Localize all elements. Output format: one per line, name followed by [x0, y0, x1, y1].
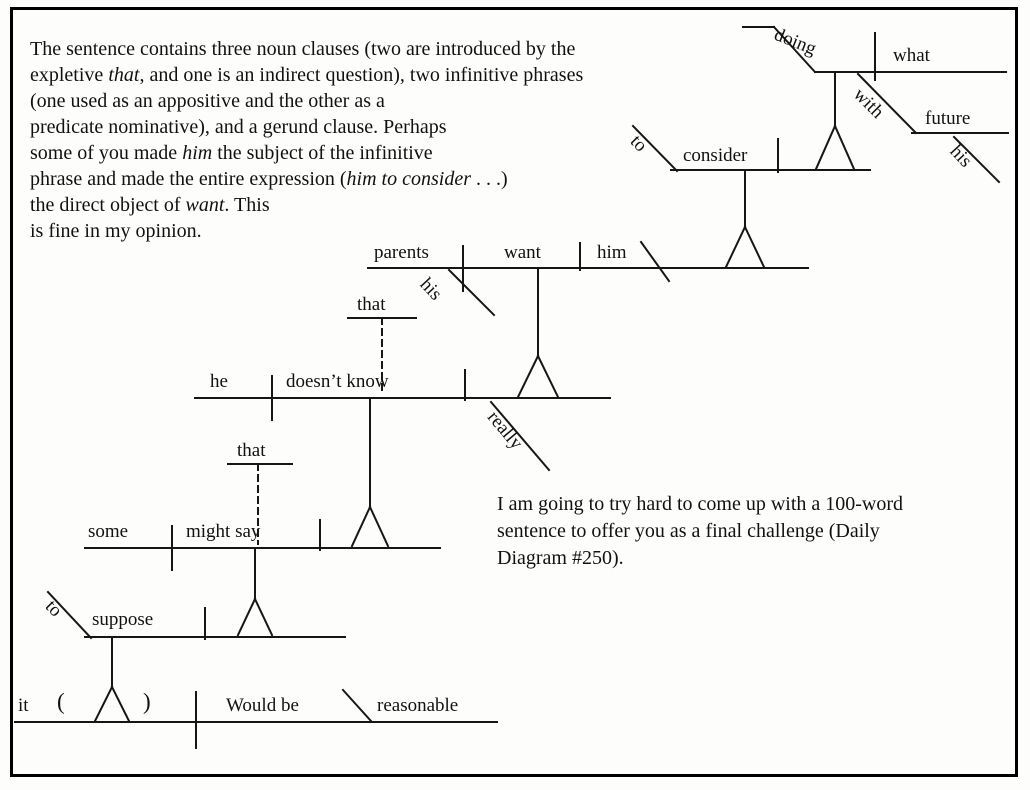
- future-object-label: future: [925, 108, 971, 129]
- would-be-verb-label: Would be: [226, 695, 299, 716]
- pedestal-might-say-to-suppose: [236, 547, 274, 637]
- he-subject-label: he: [210, 371, 228, 392]
- with-prep-diagonal: [856, 72, 918, 135]
- consider-verb-label: consider: [683, 145, 748, 166]
- parents-subject-label: parents: [374, 242, 429, 263]
- to-suppose-diagonal: [46, 590, 93, 640]
- challenge-note: I am going to try hard to come up with a…: [497, 491, 903, 572]
- text-line: is fine in my opinion.: [30, 220, 202, 242]
- gerund-doing-step-line: [742, 25, 1007, 74]
- text-line: predicate nominative), and a gerund clau…: [30, 116, 447, 138]
- text-line: phrase and made the entire expression (h…: [30, 168, 508, 190]
- pedestal-doesnt-know-to-might-say: [350, 397, 390, 548]
- commentary-paragraph: The sentence contains three noun clauses…: [30, 36, 583, 244]
- pedestal-doing-to-consider: [814, 71, 856, 171]
- his-future-diagonal: [952, 135, 1001, 184]
- appositive-close-paren: ): [143, 689, 151, 714]
- pedestal-consider-to-main: [724, 169, 766, 269]
- text-line: sentence to offer you as a final challen…: [497, 520, 880, 542]
- that-upper-expletive-label: that: [357, 294, 386, 315]
- him-complement-slant: [639, 240, 671, 283]
- pedestal-suppose-to-it: [93, 636, 131, 723]
- him-object-label: him: [597, 242, 627, 263]
- predicate-adjective-slant: [341, 688, 373, 723]
- might-say-verb-label: might say: [186, 521, 261, 542]
- that-lower-expletive-label: that: [237, 440, 266, 461]
- to-consider-diagonal: [631, 124, 679, 173]
- text-line: I am going to try hard to come up with a…: [497, 493, 904, 515]
- some-subject-label: some: [88, 521, 129, 542]
- suppose-verb-label: suppose: [92, 609, 154, 630]
- text-line: expletive that, and one is an indirect q…: [30, 64, 584, 86]
- text-line: (one used as an appositive and the other…: [30, 90, 385, 112]
- really-adverb-diagonal: [489, 400, 551, 472]
- what-object-label: what: [893, 45, 930, 66]
- pedestal-main-to-doesnt-know: [516, 267, 560, 399]
- reasonable-predicate-label: reasonable: [377, 695, 459, 716]
- text-line: some of you made him the subject of the …: [30, 142, 433, 164]
- doesnt-know-verb-label: doesn’t know: [286, 371, 389, 392]
- want-verb-label: want: [504, 242, 541, 263]
- page-border: [10, 7, 1018, 777]
- text-line: Diagram #250).: [497, 547, 624, 569]
- text-line: the direct object of want. This: [30, 194, 270, 216]
- text-line: The sentence contains three noun clauses…: [30, 38, 576, 60]
- his-parents-diagonal: [447, 268, 496, 317]
- appositive-open-paren: (: [57, 689, 65, 714]
- it-subject-label: it: [18, 695, 29, 716]
